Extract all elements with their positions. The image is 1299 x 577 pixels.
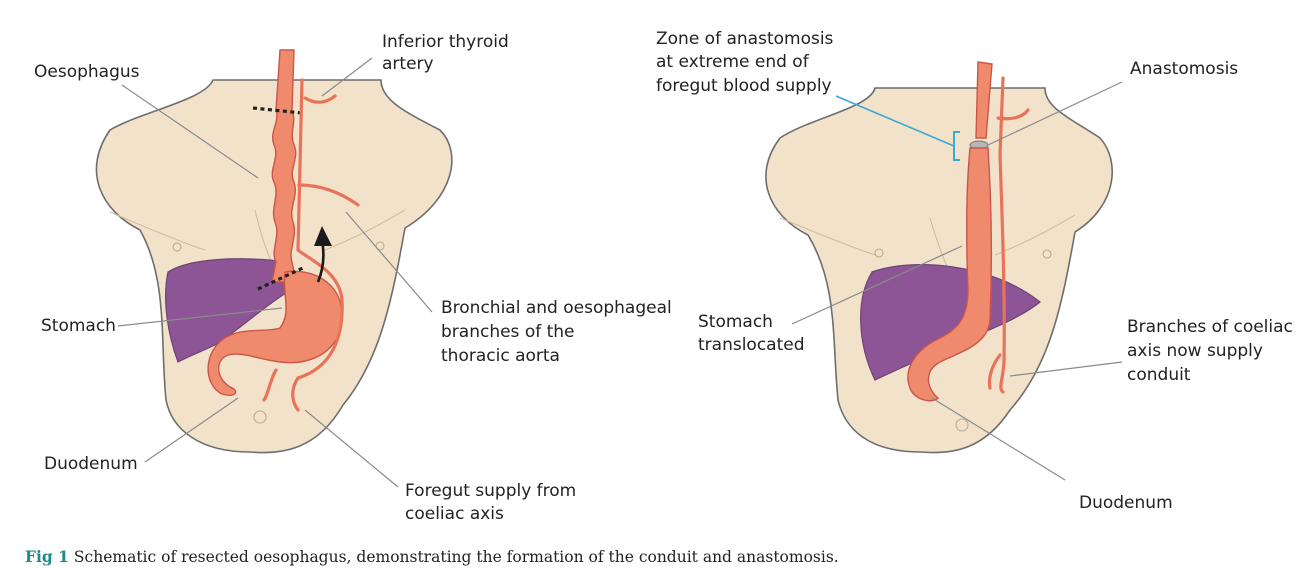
label-duodenum-right: Duodenum (1079, 493, 1173, 513)
right-nipple-right (1042, 249, 1052, 259)
label-foregut-1: Foregut supply from (405, 481, 576, 501)
left-bronchial-branch (297, 183, 360, 207)
label-zone-1: Zone of anastomosis (656, 29, 834, 49)
left-chest-fold-right (324, 209, 406, 251)
right-aorta (998, 76, 1006, 394)
figure-number: Fig 1 (25, 547, 69, 566)
label-anastomosis: Anastomosis (1130, 59, 1238, 79)
label-oesophagus: Oesophagus (34, 62, 140, 82)
label-zone-2: at extreme end of (656, 52, 810, 72)
label-bronchial-1: Bronchial and oesophageal (441, 298, 672, 318)
leader-branches (1009, 361, 1123, 377)
label-stomach-right-2: translocated (698, 335, 805, 355)
leader-duodenum-right (931, 397, 1066, 481)
leader-anastomosis (987, 81, 1123, 146)
left-arrow-head (314, 226, 332, 246)
label-inferior-thyroid-2: artery (382, 54, 434, 74)
label-foregut-2: coeliac axis (405, 504, 504, 524)
label-stomach-left: Stomach (41, 316, 116, 336)
label-branches-1: Branches of coeliac (1127, 317, 1293, 337)
left-lower-resection-line (257, 265, 306, 291)
right-umbilicus (955, 418, 969, 432)
label-bronchial-2: branches of the (441, 322, 575, 342)
caption-text: Schematic of resected oesophagus, demons… (73, 548, 839, 566)
label-duodenum-left: Duodenum (44, 454, 138, 474)
left-thyroid-branch (303, 94, 337, 104)
left-coeliac-branch-2 (262, 368, 278, 402)
leader-zone (835, 95, 955, 147)
left-aorta (296, 78, 344, 380)
right-nipple-left (874, 248, 884, 258)
leader-bronchial (345, 211, 433, 313)
right-torso-panel: Zone of anastomosis at extreme end of fo… (656, 29, 1293, 513)
label-branches-2: axis now supply (1127, 341, 1263, 361)
leader-duodenum (144, 397, 239, 463)
label-bronchial-3: thoracic aorta (441, 346, 560, 366)
leader-inferior-thyroid (321, 57, 373, 97)
left-torso-panel: Oesophagus Inferior thyroid artery Stoma… (34, 32, 672, 524)
left-upper-resection-line (252, 106, 303, 115)
label-inferior-thyroid-1: Inferior thyroid (382, 32, 509, 52)
resection-diagram: Oesophagus Inferior thyroid artery Stoma… (34, 29, 1293, 524)
leader-stomach-translocated (791, 245, 963, 325)
label-zone-3: foregut blood supply (656, 76, 832, 96)
right-coeliac-branch (987, 353, 1002, 390)
label-branches-3: conduit (1127, 365, 1191, 385)
left-nipple-left (172, 242, 182, 252)
leader-stomach (117, 307, 283, 327)
left-umbilicus (253, 410, 267, 424)
right-oesophagus-stump (975, 61, 993, 139)
right-chest-fold-left (779, 217, 876, 256)
leader-foregut (304, 409, 399, 488)
left-chest-fold-left (109, 211, 206, 251)
left-coeliac-branch (291, 376, 300, 412)
leader-oesophagus (121, 84, 259, 179)
label-stomach-right-1: Stomach (698, 312, 773, 332)
right-gastric-conduit (907, 147, 993, 402)
